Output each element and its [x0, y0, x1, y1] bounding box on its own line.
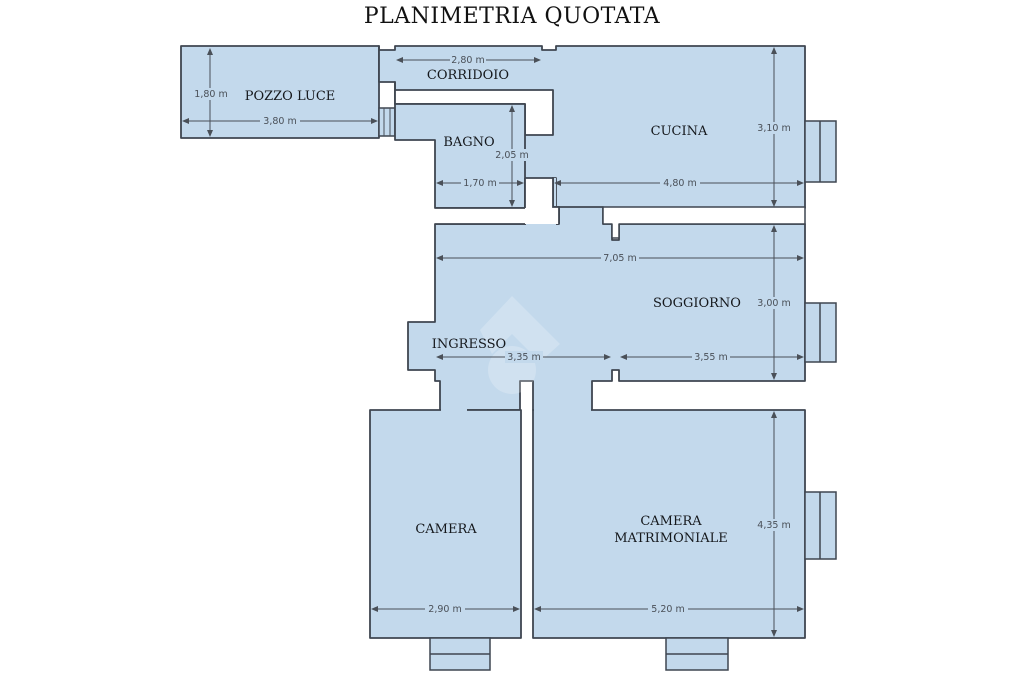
plan-title: PLANIMETRIA QUOTATA — [363, 4, 661, 29]
dim-soggiorno-width: 3,55 m — [694, 352, 727, 363]
dim-ingresso-width: 3,35 m — [507, 352, 540, 363]
label-camera-matrimoniale-line2: MATRIMONIALE — [614, 531, 728, 546]
room-camera — [369, 409, 522, 639]
label-ingresso: INGRESSO — [432, 337, 506, 352]
room-soggiorno-ingresso — [407, 206, 806, 411]
dim-camera-matrimoniale-width: 5,20 m — [651, 604, 684, 615]
label-cucina: CUCINA — [651, 124, 708, 139]
dim-soggiorno-height: 3,00 m — [757, 298, 790, 309]
dim-soggiorno-total-width: 7,05 m — [603, 253, 636, 264]
dim-cucina-width: 4,80 m — [663, 178, 696, 189]
dim-bagno-height: 2,05 m — [495, 150, 528, 161]
dim-pozzo-luce-width: 3,80 m — [263, 116, 296, 127]
label-bagno: BAGNO — [443, 135, 494, 150]
watermark-logo — [480, 296, 560, 362]
dim-pozzo-luce-height: 1,80 m — [194, 89, 227, 100]
dim-camera-matrimoniale-height: 4,35 m — [757, 520, 790, 531]
window-pozzo-luce — [378, 107, 396, 137]
label-camera-matrimoniale-line1: CAMERA — [640, 514, 702, 529]
label-camera: CAMERA — [415, 522, 477, 537]
label-soggiorno: SOGGIORNO — [653, 296, 741, 311]
dim-camera-width: 2,90 m — [428, 604, 461, 615]
dim-bagno-width: 1,70 m — [463, 178, 496, 189]
label-corridoio: CORRIDOIO — [427, 68, 509, 83]
label-pozzo-luce: POZZO LUCE — [245, 89, 336, 104]
dim-cucina-height: 3,10 m — [757, 123, 790, 134]
dim-corridoio-width: 2,80 m — [451, 55, 484, 66]
